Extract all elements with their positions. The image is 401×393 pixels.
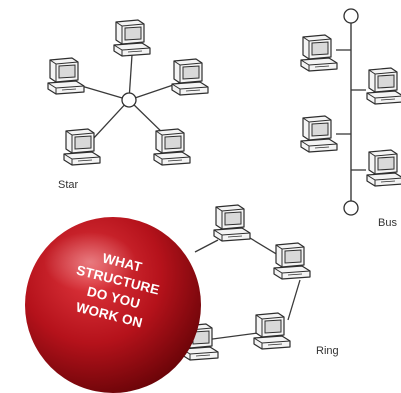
computer-icon [366,67,401,105]
star-label: Star [58,179,79,191]
ring-topology: Ring [181,204,339,361]
computer-icon [213,204,251,242]
computer-icon [63,128,101,166]
promo-ball: WHAT STRUCTURE DO YOU WORK ON [25,217,201,393]
computer-icon [171,58,209,96]
computer-icon [47,57,85,95]
computer-icon [153,128,191,166]
terminator-icon [343,200,359,216]
terminator-icon [343,8,359,24]
ring-label: Ring [316,345,339,357]
computer-icon [300,115,338,153]
computer-icon [366,149,401,187]
star-links [77,54,183,141]
computer-icon [253,312,291,350]
hub-node-icon [121,92,137,108]
ring-links [194,234,301,341]
computer-icon [273,242,311,280]
bus-topology: Bus [300,8,401,229]
computer-icon [113,19,151,57]
computer-icon [300,34,338,72]
bus-label: Bus [378,217,397,229]
star-topology: Star [47,19,209,191]
